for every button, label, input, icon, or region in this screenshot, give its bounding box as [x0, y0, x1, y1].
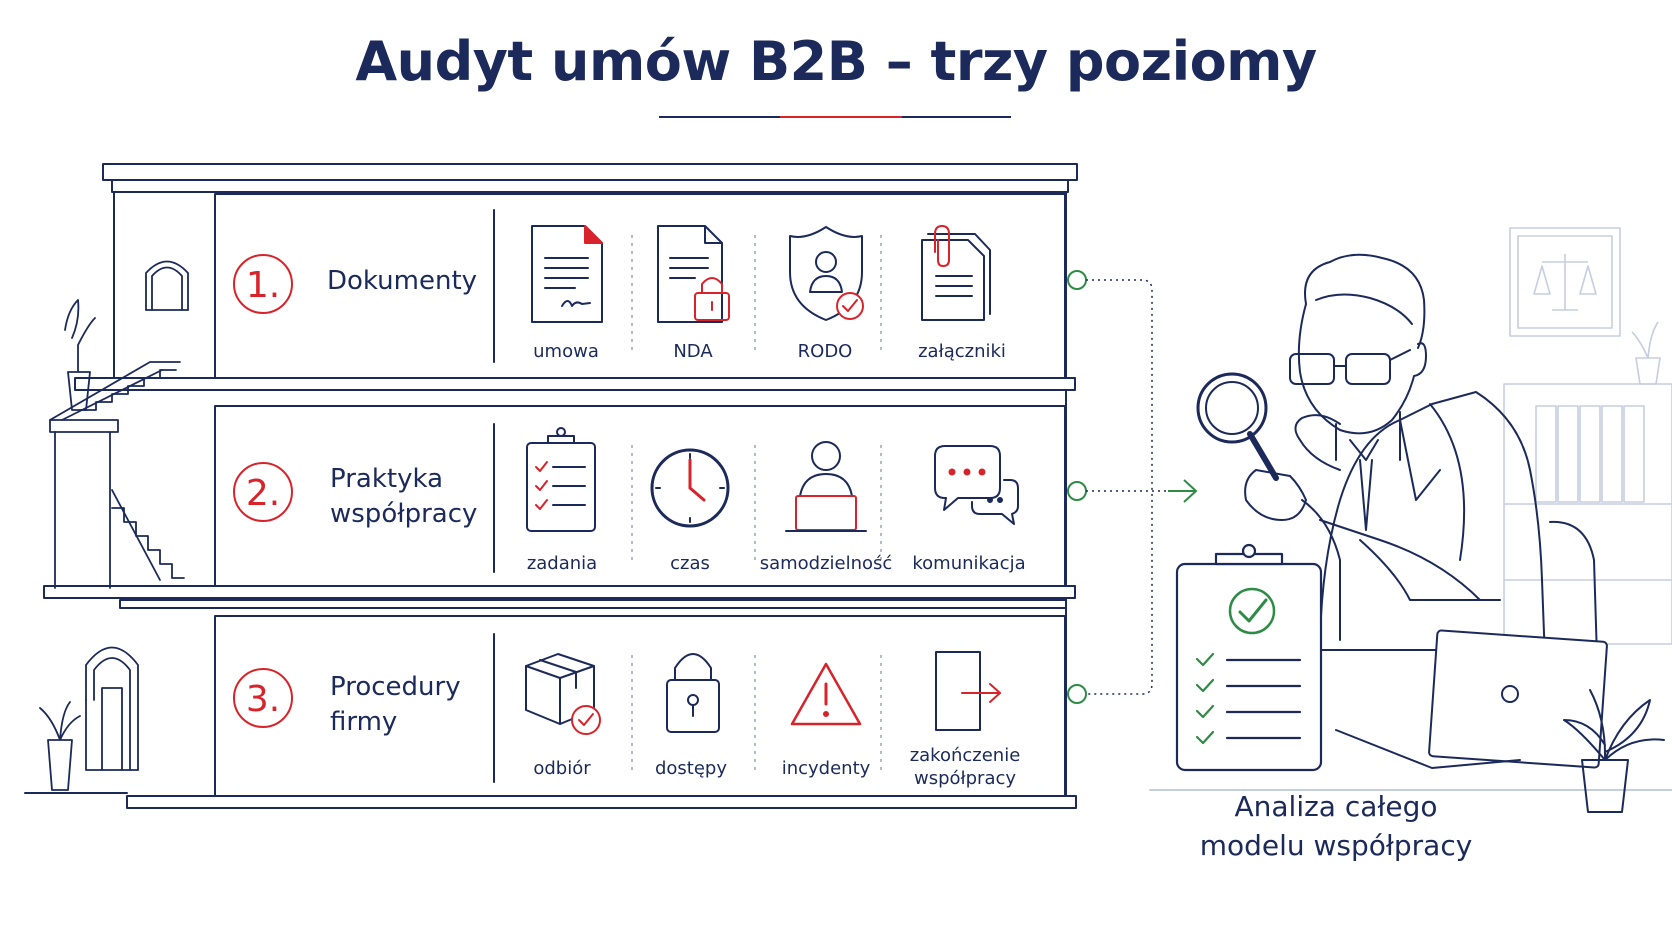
level-3-label: Procedury firmy: [330, 672, 461, 737]
page-title: Audyt umów B2B – trzy poziomy: [355, 30, 1317, 93]
task-clipboard-icon: [526, 427, 596, 532]
package-check-icon: [525, 653, 601, 735]
item-label-incydenty: incydenty: [781, 758, 871, 779]
clock-icon: [650, 448, 730, 528]
item-label-umowa: umowa: [533, 341, 599, 362]
item-label-odbior: odbiór: [533, 758, 591, 779]
level-2-label: Praktyka współpracy: [330, 464, 478, 529]
exit-door-icon: [935, 651, 1001, 731]
summary-caption: Analiza całego modelu współpracy: [1199, 790, 1473, 862]
item-label-zadania: zadania: [526, 553, 598, 574]
chat-bubbles-icon: [934, 445, 1019, 525]
level-1-label: Dokumenty: [327, 266, 478, 296]
person-laptop-icon: [785, 441, 867, 532]
level-1-number: 1.: [233, 254, 293, 314]
item-label-nda: NDA: [673, 341, 713, 362]
warning-triangle-icon: [790, 662, 862, 726]
level-2-number: 2.: [233, 462, 293, 522]
privacy-shield-icon: [789, 226, 864, 321]
paperclip-documents-icon: [921, 225, 991, 321]
padlock-icon: [666, 653, 720, 733]
item-label-zakonczenie: zakończenie współpracy: [909, 745, 1021, 789]
level-3-number: 3.: [233, 668, 293, 728]
item-label-samodzielnosc: samodzielność: [759, 553, 893, 574]
item-label-komunikacja: komunikacja: [912, 553, 1026, 574]
item-label-czas: czas: [670, 553, 710, 574]
locked-document-icon: [657, 225, 730, 323]
item-label-zalaczniki: załączniki: [918, 341, 1006, 362]
item-label-dostepy: dostępy: [654, 758, 728, 779]
item-label-rodo: RODO: [797, 341, 853, 362]
document-signature-icon: [531, 225, 603, 323]
